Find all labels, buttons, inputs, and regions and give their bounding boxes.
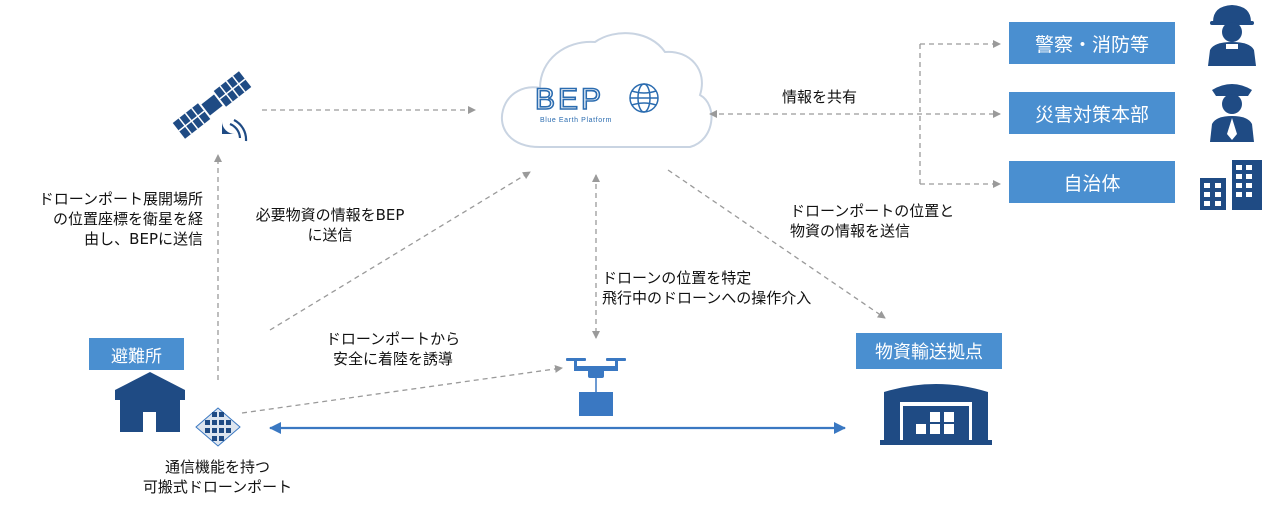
arrow-port-to-drone (241, 365, 563, 414)
share-info-label: 情報を共有 (782, 88, 858, 106)
logistics-hub-box: 物資輸送拠点 (856, 333, 1002, 369)
drone-control-label: ドローンの位置を特定 飛行中のドローンへの操作介入 (602, 268, 811, 308)
shelter-box: 避難所 (89, 338, 184, 370)
portable-port-label: 通信機能を持つ 可搬式ドローンポート (130, 457, 305, 497)
drone-control-line-1: ドローンの位置を特定 (602, 269, 752, 287)
satellite-dish-icon (221, 119, 248, 142)
buildings-icon (1200, 160, 1262, 210)
police-officer-icon (1210, 84, 1254, 142)
supplies-info-line-2: に送信 (307, 226, 353, 244)
satellite-route-label: ドローンポート展開場所 の位置座標を衛星を経 由し、BEPに送信 (8, 189, 203, 249)
disaster-hq-box: 災害対策本部 (1009, 92, 1175, 134)
firefighter-icon (1208, 5, 1256, 66)
cloud-icon (500, 32, 713, 148)
satellite-route-line-2: の位置座標を衛星を経 (52, 210, 203, 228)
dronport-position-line-2: 物資の情報を送信 (790, 222, 911, 240)
police-fire-box: 警察・消防等 (1009, 22, 1175, 64)
dronport-position-line-1: ドローンポートの位置と (790, 202, 955, 220)
portable-port-line-1: 通信機能を持つ (164, 458, 270, 476)
municipality-box: 自治体 (1009, 161, 1175, 203)
globe-icon (629, 83, 659, 113)
supplies-info-label: 必要物資の情報をBEP に送信 (255, 205, 405, 245)
satellite-route-line-1: ドローンポート展開場所 (38, 190, 203, 208)
arrow-shelter-to-cloud (269, 171, 531, 331)
drone-control-line-2: 飛行中のドローンへの操作介入 (602, 289, 812, 307)
satellite-route-line-3: 由し、BEPに送信 (84, 230, 203, 248)
satellite-icon (172, 71, 252, 139)
landing-guide-line-1: ドローンポートから (325, 330, 461, 348)
landing-guide-line-2: 安全に着陸を誘導 (332, 350, 453, 368)
bep-tagline: Blue Earth Platform (540, 117, 612, 124)
portable-port-line-2: 可搬式ドローンポート (142, 478, 293, 496)
arrow-cloud-to-hub (667, 169, 886, 319)
drone-port-icon (195, 407, 241, 447)
warehouse-icon (880, 384, 992, 445)
drone-icon (566, 358, 626, 416)
supplies-info-line-1: 必要物資の情報をBEP (255, 206, 405, 224)
landing-guide-label: ドローンポートから 安全に着陸を誘導 (318, 329, 468, 369)
dronport-position-label: ドローンポートの位置と 物資の情報を送信 (790, 201, 954, 241)
bep-logo-text: BEP (535, 83, 604, 116)
house-icon (115, 372, 185, 432)
